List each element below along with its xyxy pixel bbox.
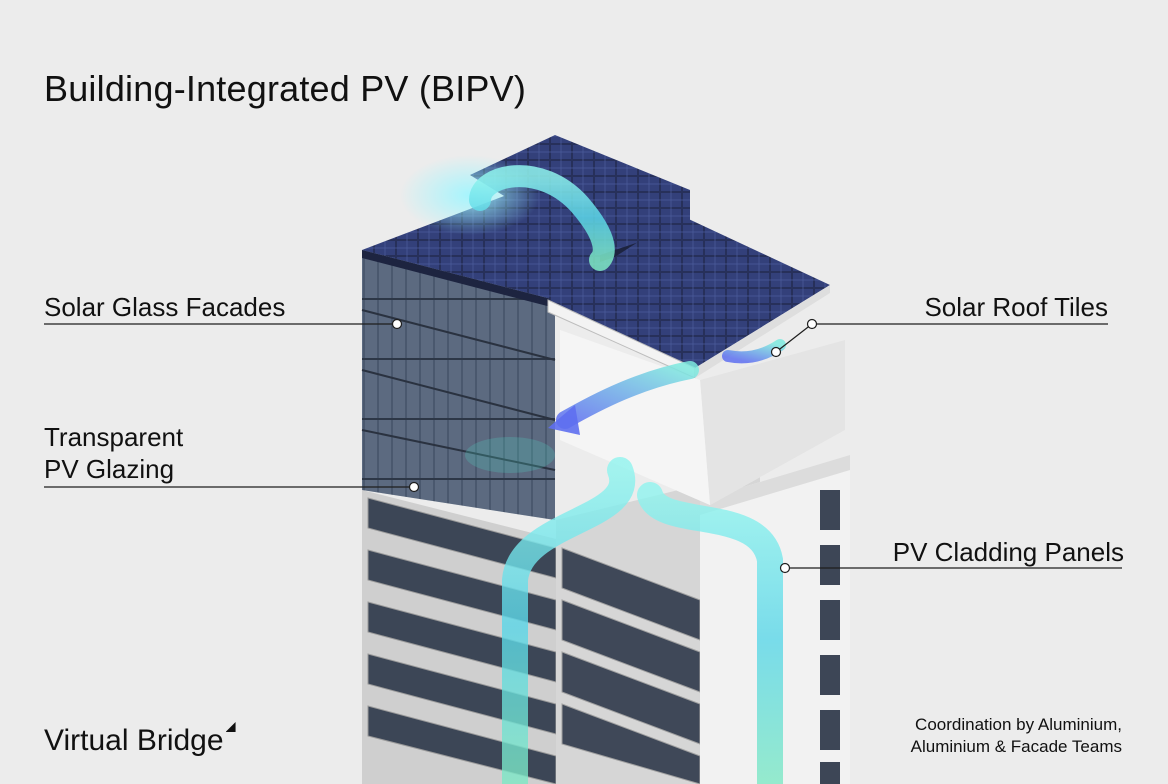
- brand-name: Virtual Bridge: [44, 724, 224, 757]
- label-transparent-pv-glazing: Transparent PV Glazing: [44, 422, 184, 484]
- brand-mark-icon: [225, 722, 236, 732]
- page-title: Building-Integrated PV (BIPV): [44, 68, 527, 109]
- brand-logo: Virtual Bridge: [44, 722, 236, 758]
- credit-line-2: Aluminium & Facade Teams: [910, 737, 1122, 756]
- label-solar-roof-tiles: Solar Roof Tiles: [924, 292, 1108, 322]
- callout-lines: [44, 318, 1122, 574]
- solar-roof-deck: [547, 215, 845, 505]
- credit-note: Coordination by Aluminium, Aluminium & F…: [911, 714, 1122, 758]
- energy-flows: [400, 155, 786, 784]
- credit-line-1: Coordination by Aluminium,: [915, 715, 1122, 734]
- lower-tower: [362, 455, 850, 784]
- label-pv-cladding-panels: PV Cladding Panels: [892, 537, 1124, 567]
- label-solar-glass-facades: Solar Glass Facades: [44, 292, 286, 322]
